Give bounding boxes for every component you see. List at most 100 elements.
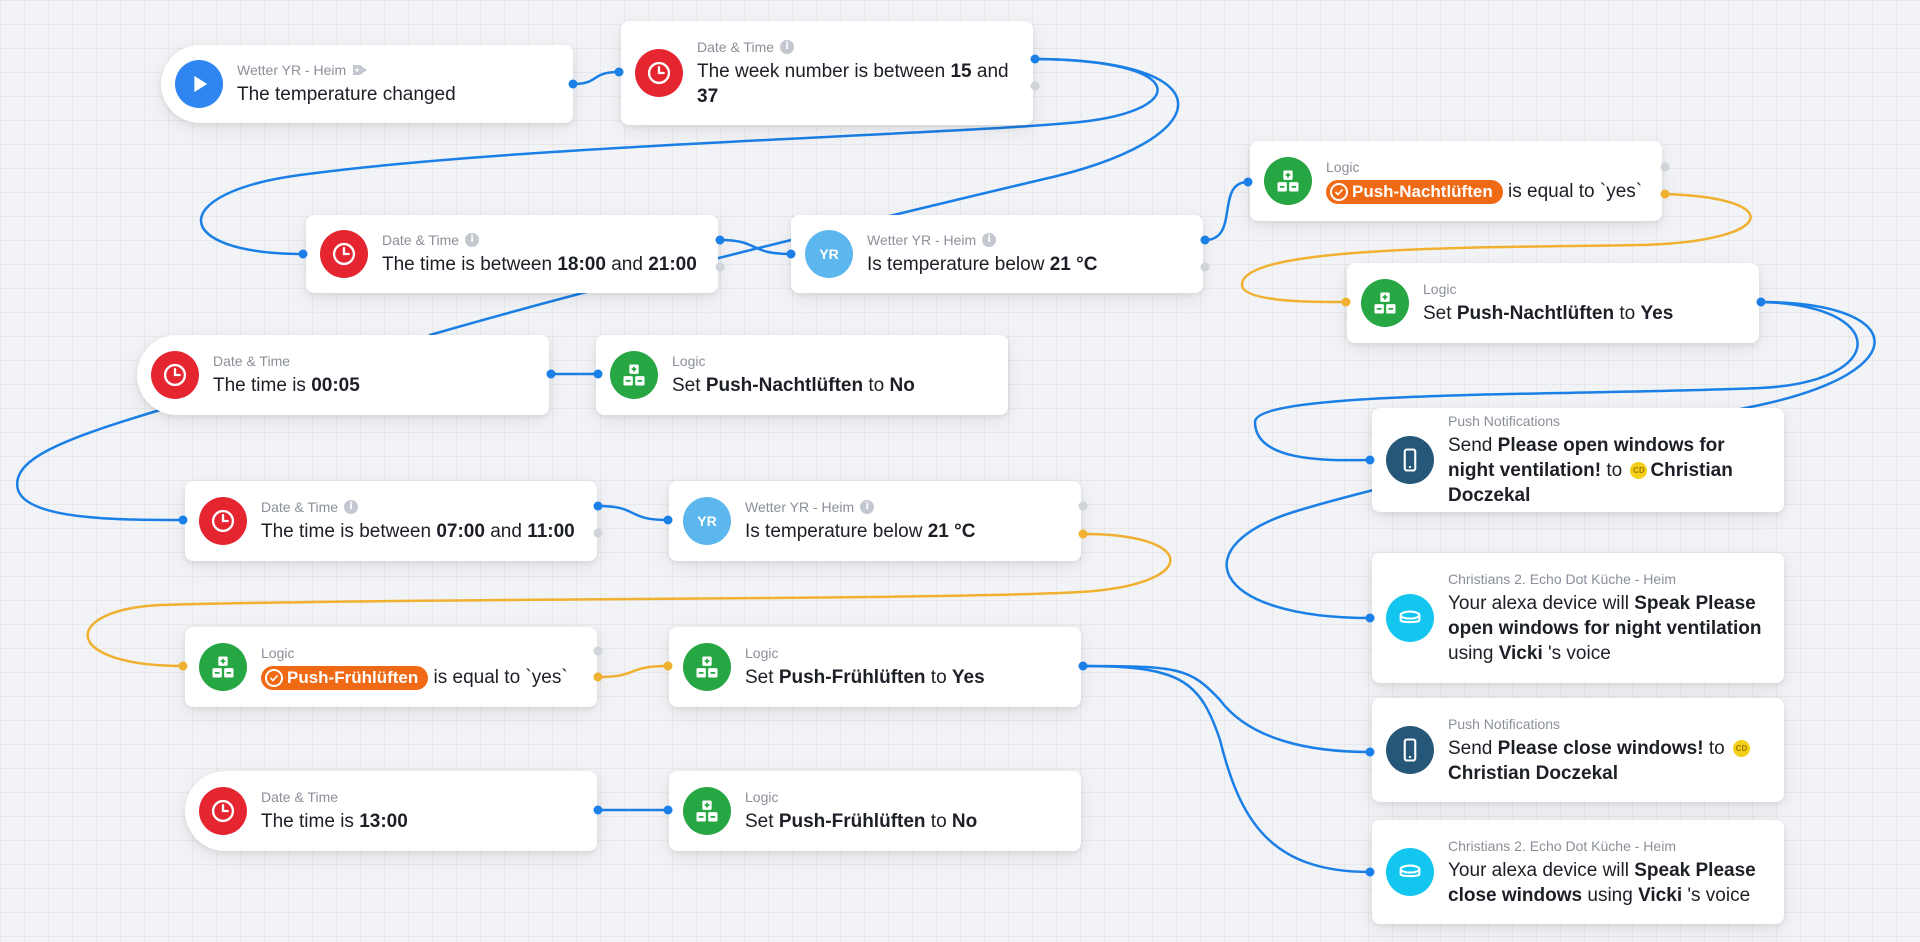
input-handle[interactable] xyxy=(1365,613,1375,623)
card-category: Logic xyxy=(261,645,295,661)
card-category: Christians 2. Echo Dot Küche - Heim xyxy=(1448,571,1676,587)
input-handle[interactable] xyxy=(1365,867,1375,877)
echo-icon xyxy=(1386,594,1434,642)
logic-icon xyxy=(683,643,731,691)
check-icon xyxy=(265,668,283,687)
play-icon xyxy=(175,60,223,108)
trigger-card-time-0005[interactable]: Date & Time The time is 00:05 xyxy=(137,335,549,415)
card-category: Date & Time xyxy=(382,232,460,248)
check-icon xyxy=(1330,182,1348,201)
info-icon[interactable]: i xyxy=(982,233,997,247)
output-handle-true[interactable] xyxy=(1200,235,1210,245)
condition-card-logic-fruehlueften-equal[interactable]: Logic Push-Frühlüften is equal to `yes` xyxy=(185,627,597,707)
card-category: Logic xyxy=(672,353,706,369)
card-category: Logic xyxy=(1423,281,1457,297)
action-card-push-close-windows[interactable]: Push Notifications Send Please close win… xyxy=(1372,698,1784,802)
output-handle[interactable] xyxy=(593,805,603,815)
input-handle[interactable] xyxy=(663,805,673,815)
output-handle-false[interactable] xyxy=(1200,262,1210,272)
output-handle-true[interactable] xyxy=(715,235,725,245)
clock-icon xyxy=(635,49,683,97)
logic-icon xyxy=(683,787,731,835)
output-handle[interactable] xyxy=(568,79,578,89)
trigger-card-temperature-changed[interactable]: Wetter YR - Heim The temperature changed xyxy=(161,45,573,123)
condition-card-logic-nachtlueften-equal[interactable]: Logic Push-Nachtlüften is equal to `yes` xyxy=(1250,141,1662,221)
logic-icon xyxy=(1361,279,1409,327)
input-handle[interactable] xyxy=(786,249,796,259)
output-handle[interactable] xyxy=(1078,661,1088,671)
card-category: Logic xyxy=(745,645,779,661)
output-handle[interactable] xyxy=(546,369,556,379)
action-card-set-nachtlueften-no[interactable]: Logic Set Push-Nachtlüften to No xyxy=(596,335,1008,415)
output-handle-true[interactable] xyxy=(1078,529,1088,539)
output-handle[interactable] xyxy=(1756,297,1766,307)
output-handle-false[interactable] xyxy=(593,528,603,538)
output-handle-true[interactable] xyxy=(1030,54,1040,64)
card-category: Push Notifications xyxy=(1448,715,1561,732)
output-handle-false[interactable] xyxy=(715,262,725,272)
phone-icon xyxy=(1386,436,1434,484)
action-card-push-open-windows[interactable]: Push Notifications Send Please open wind… xyxy=(1372,408,1784,512)
output-handle-false[interactable] xyxy=(1030,81,1040,91)
action-card-alexa-close-windows[interactable]: Christians 2. Echo Dot Küche - Heim Your… xyxy=(1372,820,1784,924)
svg-text:YR: YR xyxy=(697,513,716,529)
trigger-card-time-1300[interactable]: Date & Time The time is 13:00 xyxy=(185,771,597,851)
avatar: CD xyxy=(1630,462,1648,480)
card-category: Wetter YR - Heim xyxy=(867,232,977,248)
input-handle[interactable] xyxy=(1341,297,1351,307)
card-category: Push Notifications xyxy=(1448,413,1561,429)
action-card-alexa-open-windows[interactable]: Christians 2. Echo Dot Küche - Heim Your… xyxy=(1372,553,1784,683)
output-handle-false[interactable] xyxy=(1660,162,1670,172)
input-handle[interactable] xyxy=(178,515,188,525)
input-handle[interactable] xyxy=(1243,177,1253,187)
yr-icon: YR xyxy=(683,497,731,545)
input-handle[interactable] xyxy=(1365,747,1375,757)
info-icon[interactable]: i xyxy=(344,500,359,514)
variable-pill[interactable]: Push-Nachtlüften xyxy=(1326,179,1503,204)
output-handle-true[interactable] xyxy=(1660,189,1670,199)
action-card-set-fruehlueften-yes[interactable]: Logic Set Push-Frühlüften to Yes xyxy=(669,627,1081,707)
logic-icon xyxy=(199,643,247,691)
card-category: Logic xyxy=(1326,159,1360,175)
action-card-set-nachtlueften-yes[interactable]: Logic Set Push-Nachtlüften to Yes xyxy=(1347,263,1759,343)
wire-week-dt1821 xyxy=(199,57,1159,256)
output-handle-false[interactable] xyxy=(593,646,603,656)
output-handle-true[interactable] xyxy=(593,501,603,511)
input-handle[interactable] xyxy=(614,67,624,77)
card-category: Date & Time xyxy=(697,38,775,55)
input-handle[interactable] xyxy=(298,249,308,259)
input-handle[interactable] xyxy=(178,661,188,671)
input-handle[interactable] xyxy=(663,515,673,525)
card-category: Date & Time xyxy=(261,789,339,805)
action-card-set-fruehlueften-no[interactable]: Logic Set Push-Frühlüften to No xyxy=(669,771,1081,851)
logic-icon xyxy=(610,351,658,399)
echo-icon xyxy=(1386,848,1434,896)
input-handle[interactable] xyxy=(1365,455,1375,465)
info-icon[interactable]: i xyxy=(860,500,875,514)
output-handle-false[interactable] xyxy=(1078,501,1088,511)
card-category: Date & Time xyxy=(261,499,339,515)
clock-icon xyxy=(320,230,368,278)
clock-icon xyxy=(151,351,199,399)
wire-dt0711-temp2 xyxy=(596,504,670,522)
info-icon[interactable]: i xyxy=(780,39,795,54)
wire-logiceq-setyes xyxy=(1240,192,1752,304)
wire-setyes2-alexaclose xyxy=(1081,664,1372,874)
info-icon[interactable]: i xyxy=(465,233,480,247)
wire-dt0005-dt0711 xyxy=(15,408,185,522)
variable-pill[interactable]: Push-Frühlüften xyxy=(261,665,429,690)
avatar: CD xyxy=(1732,739,1750,757)
input-handle[interactable] xyxy=(663,661,673,671)
wire-setyes2-pushclose xyxy=(1081,664,1372,754)
card-category: Wetter YR - Heim xyxy=(745,499,855,515)
input-handle[interactable] xyxy=(593,369,603,379)
wire-setyes-pushopen xyxy=(1253,300,1859,462)
output-handle-true[interactable] xyxy=(593,672,603,682)
logic-icon xyxy=(1264,157,1312,205)
